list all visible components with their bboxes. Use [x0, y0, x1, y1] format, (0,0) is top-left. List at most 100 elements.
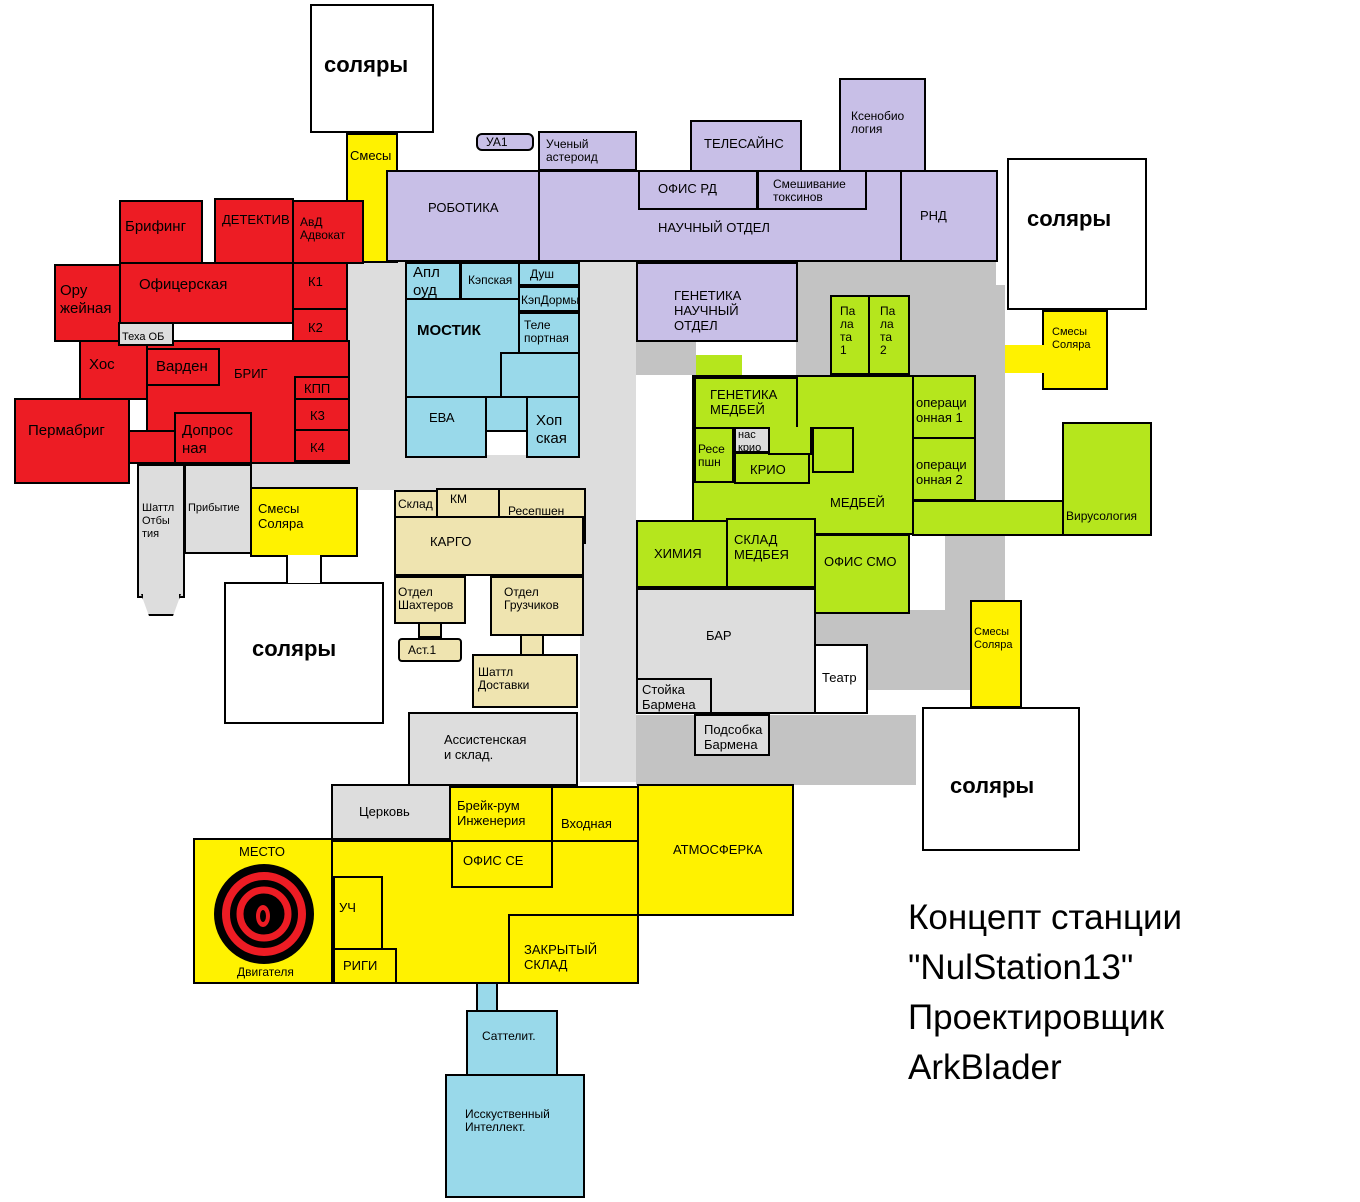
- room-bridge-label: МОСТИК: [417, 322, 481, 339]
- room-med-reception: Ресе пшн: [694, 427, 734, 483]
- room-genetics-sci-label: ГЕНЕТИКА НАУЧНЫЙ ОТДЕЛ: [674, 288, 742, 333]
- room-shower: Душ: [518, 262, 580, 286]
- room-xenobiology-label: Ксенобио логия: [851, 109, 905, 136]
- room-cryo-pump-label: нас крио: [738, 429, 762, 454]
- room-cmo-office-label: ОФИС СМО: [824, 554, 897, 569]
- room-ua1-label: УА1: [486, 135, 508, 149]
- room-operating-2: операци онная 2: [912, 437, 976, 501]
- engine-core-icon: [214, 864, 314, 964]
- room-med-notch: [812, 427, 854, 473]
- title-line-3: Проектировщик: [908, 998, 1165, 1037]
- room-rd-office-label: ОФИС РД: [658, 181, 717, 196]
- room-satellite: Саттелит.: [466, 1010, 558, 1076]
- room-dorms-label: КэпДормы: [521, 293, 580, 307]
- room-atmospherics-label: АТМОСФЕРКА: [673, 842, 763, 857]
- hallway-west: [345, 262, 405, 487]
- solar-mix-south-west-label: Смесы Соляра: [258, 501, 304, 531]
- room-genetics-sci: ГЕНЕТИКА НАУЧНЫЙ ОТДЕЛ: [636, 262, 798, 342]
- room-ward-2-label: Па ла та 2: [880, 304, 896, 357]
- room-operating-1: операци онная 1: [912, 375, 976, 439]
- solars-east-label: соляры: [1027, 206, 1112, 231]
- hallway-central: [580, 262, 636, 782]
- room-rnd: РНД: [900, 170, 998, 262]
- room-escape-shuttle-label: Шаттл Отбы тия: [142, 502, 175, 540]
- solars-south-east: соляры: [922, 707, 1080, 851]
- solar-mix-south-east: Смесы Соляра: [970, 600, 1022, 708]
- room-miners-label: Отдел Шахтеров: [398, 585, 454, 612]
- room-eva-hall: [485, 396, 528, 432]
- room-bar-backroom: Подсобка Бармена: [694, 714, 770, 756]
- room-ai-core: Исскуственный Интеллект.: [445, 1074, 585, 1198]
- room-briefing-label: Брифинг: [125, 218, 187, 235]
- room-detective-label: ДЕТЕКТИВ: [222, 212, 290, 227]
- room-rigs-label: РИГИ: [343, 958, 378, 973]
- room-entrance-label: Входная: [561, 816, 612, 831]
- room-cryo-label: КРИО: [750, 462, 786, 477]
- room-k3: К3: [294, 398, 350, 431]
- room-scientist-asteroid-label: Ученый астероид: [546, 137, 598, 164]
- room-delivery-shuttle-label: Шаттл Доставки: [478, 665, 530, 692]
- room-ast1: Аст.1: [398, 638, 462, 662]
- room-atmospherics: АТМОСФЕРКА: [637, 784, 794, 916]
- room-break-room-label: Брейк-рум Инженерия: [457, 798, 526, 828]
- room-robotics: РОБОТИКА: [386, 170, 540, 262]
- room-med-strip: [696, 355, 742, 377]
- room-movers: Отдел Грузчиков: [490, 576, 584, 636]
- room-reception-label: Ресепшен: [508, 504, 565, 518]
- room-engine-label-top: МЕСТО: [239, 844, 285, 859]
- room-break-room: Брейк-рум Инженерия: [449, 786, 553, 842]
- room-closed-storage-label: ЗАКРЫТЫЙ СКЛАД: [524, 942, 598, 972]
- room-lawyer-label: АвД Адвокат: [300, 215, 346, 242]
- room-ai-core-label: Исскуственный Интеллект.: [465, 1107, 550, 1134]
- room-checkpoint-label: КПП: [304, 381, 331, 396]
- title-line-1: Концепт станции: [908, 898, 1183, 937]
- room-ward-2: Па ла та 2: [868, 295, 910, 375]
- room-k4: К4: [294, 429, 350, 462]
- room-cmo-office: ОФИС СМО: [814, 534, 910, 614]
- room-church-label: Церковь: [359, 804, 410, 819]
- room-medbay-label: МЕДБЕЙ: [830, 495, 885, 510]
- room-med-east-hall: [912, 500, 1064, 536]
- solar-mix-east: Смесы Соляра: [1042, 310, 1108, 390]
- room-church: Церковь: [331, 784, 451, 840]
- room-engine-label-bottom: Двигателя: [237, 965, 294, 979]
- room-telescience-label: ТЕЛЕСАЙНС: [704, 136, 784, 151]
- room-ce-office: ОФИС СЕ: [451, 840, 553, 888]
- room-teleporter-label: Теле портная: [524, 318, 569, 345]
- room-med-storage: СКЛАД МЕДБЕЯ: [726, 518, 816, 588]
- room-brig-link: [128, 430, 176, 464]
- solars-south-west: соляры: [224, 582, 384, 724]
- room-permabrig-label: Пермабриг: [28, 422, 105, 439]
- room-movers-label: Отдел Грузчиков: [504, 585, 559, 612]
- room-cryo: КРИО: [734, 452, 810, 484]
- room-hos: Хос: [79, 340, 149, 400]
- room-satellite-link: [476, 982, 498, 1012]
- room-scientist-asteroid: Ученый астероид: [538, 131, 637, 171]
- room-chemistry: ХИМИЯ: [636, 520, 728, 588]
- room-miner-link: [418, 622, 442, 638]
- room-bridge-east: [500, 352, 580, 398]
- room-storage-label: Склад: [398, 497, 433, 511]
- room-k1: К1: [292, 262, 348, 310]
- room-captain-label: Кэпская: [468, 273, 513, 287]
- room-telescience: ТЕЛЕСАЙНС: [690, 120, 802, 172]
- room-arrival-label: Прибытие: [188, 502, 240, 514]
- room-escape-shuttle-tip: [141, 594, 181, 616]
- room-science-dept-label: НАУЧНЫЙ ОТДЕЛ: [658, 220, 770, 235]
- room-genetics-med: ГЕНЕТИКА МЕДБЕЙ: [694, 377, 798, 429]
- room-robotics-label: РОБОТИКА: [428, 200, 499, 215]
- room-eva: ЕВА: [405, 396, 487, 458]
- room-operating-1-label: операци онная 1: [916, 395, 967, 425]
- room-genetics-med-label: ГЕНЕТИКА МЕДБЕЙ: [710, 387, 778, 417]
- room-cryo-pump: нас крио: [734, 427, 770, 454]
- room-satellite-label: Саттелит.: [482, 1029, 536, 1043]
- room-delivery-shuttle: Шаттл Доставки: [472, 654, 578, 708]
- solar-mix-south-west: Смесы Соляра: [250, 487, 358, 557]
- room-km: КМ: [436, 488, 500, 518]
- room-brig-label: БРИГ: [234, 366, 268, 381]
- title-line-2: "NulStation13": [908, 948, 1134, 987]
- room-rd-office: ОФИС РД: [638, 170, 758, 210]
- room-xenobiology: Ксенобио логия: [839, 78, 926, 172]
- room-med-reception-label: Ресе пшн: [698, 442, 725, 469]
